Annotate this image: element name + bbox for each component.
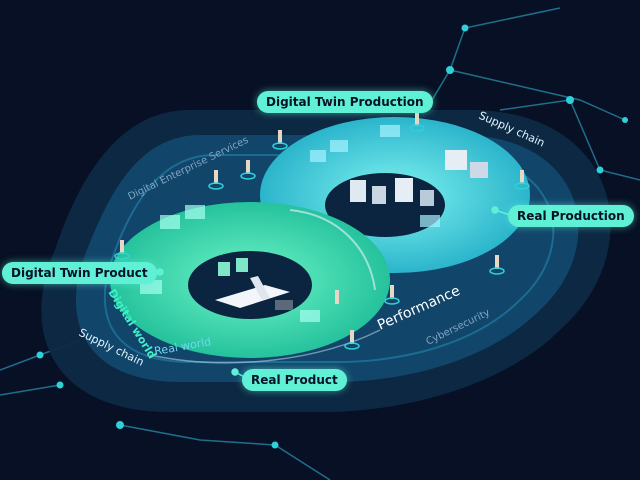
real-product-label: Real Product xyxy=(242,369,347,391)
loop-connector-arc xyxy=(289,209,376,291)
product-loop-inner xyxy=(188,251,312,319)
figure-base-rings xyxy=(114,124,530,350)
real-production-label: Real Production xyxy=(508,205,634,227)
people-figures xyxy=(120,112,524,344)
real-world-arc xyxy=(149,329,381,364)
digital-twin-product-label: Digital Twin Product xyxy=(2,262,157,284)
production-machines xyxy=(310,125,488,227)
network-nodes xyxy=(36,24,628,449)
digital-twin-production-label: Digital Twin Production xyxy=(257,91,433,113)
